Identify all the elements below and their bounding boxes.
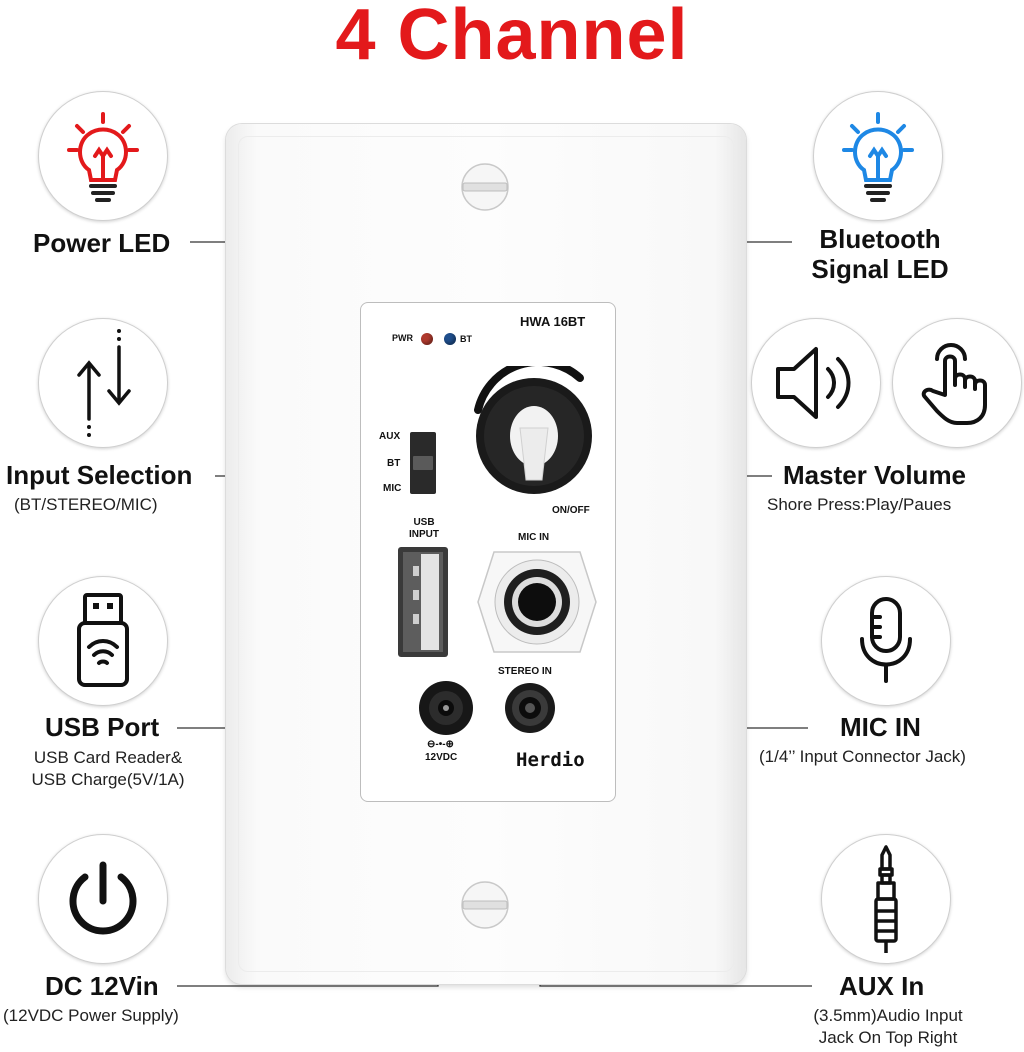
master-volume-label: Master Volume [783, 460, 967, 490]
aux-in-sub: (3.5mm)Audio Input Jack On Top Right [790, 1005, 986, 1049]
bluetooth-led [444, 333, 456, 345]
usb-port-sub-line2: USB Charge(5V/1A) [31, 770, 185, 789]
usb-stick-icon [38, 576, 168, 706]
bulb-red-icon [38, 91, 168, 221]
stereo-in-label: STEREO IN [498, 666, 552, 677]
usb-port-sub: USB Card Reader& USB Charge(5V/1A) [10, 747, 206, 791]
page-title: 4 Channel [335, 0, 689, 75]
usb-port-label: USB Port [45, 712, 160, 742]
knob-label: ON/OFF [552, 505, 590, 516]
touch-hand-icon [892, 318, 1022, 448]
mic-in-label: MIC IN [518, 532, 550, 543]
bluetooth-led-label-line1: Bluetooth [819, 224, 941, 254]
dc-in-sub: (12VDC Power Supply) [3, 1006, 179, 1025]
power-icon [38, 834, 168, 964]
input-selection-sub: (BT/STEREO/MIC) [14, 495, 158, 514]
mic-in-feature-label: MIC IN [840, 712, 921, 742]
switch-option-bt: BT [387, 458, 401, 469]
dc-in-label: DC 12Vin [45, 971, 159, 1001]
usb-label: USB INPUT [404, 517, 444, 541]
mic-in-jack[interactable] [476, 546, 598, 658]
model-label: HWA 16BT [520, 314, 586, 329]
power-led-label: Power LED [33, 228, 171, 258]
master-volume-knob[interactable] [468, 366, 600, 502]
aux-in-sub-line2: Jack On Top Right [818, 1028, 958, 1047]
usb-label-line1: USB [413, 517, 435, 528]
usb-label-line2: INPUT [409, 529, 439, 540]
aux-in-sub-line1: (3.5mm)Audio Input [813, 1006, 963, 1025]
bt-label: BT [460, 334, 472, 344]
pwr-label: PWR [392, 333, 413, 343]
microphone-icon [821, 576, 951, 706]
dc-power-jack[interactable] [418, 680, 474, 736]
input-selection-label: Input Selection [6, 460, 193, 490]
audio-jack-icon [821, 834, 951, 964]
bluetooth-led-label-line2: Signal LED [811, 254, 949, 284]
bluetooth-led-label: Bluetooth Signal LED [794, 224, 966, 284]
stereo-in-jack[interactable] [504, 682, 556, 734]
bulb-blue-icon [813, 91, 943, 221]
usb-port-sub-line1: USB Card Reader& [33, 748, 183, 767]
master-volume-sub: Shore Press:Play/Paues [767, 495, 952, 514]
top-screw [461, 163, 509, 211]
dc-polarity-symbol: ⊖-•-⊕ [427, 739, 454, 750]
power-led [421, 333, 433, 345]
brand-logo: Herdio [516, 749, 585, 771]
aux-in-label: AUX In [839, 971, 925, 1001]
input-selector-switch[interactable] [410, 432, 436, 494]
dc-label: 12VDC [425, 752, 458, 763]
up-down-arrows-icon [38, 318, 168, 448]
switch-option-mic: MIC [383, 483, 402, 494]
usb-port[interactable] [397, 546, 449, 658]
switch-option-aux: AUX [379, 431, 401, 442]
mic-in-feature-sub: (1/4’’ Input Connector Jack) [759, 747, 966, 766]
speaker-icon [751, 318, 881, 448]
bottom-screw [461, 881, 509, 929]
